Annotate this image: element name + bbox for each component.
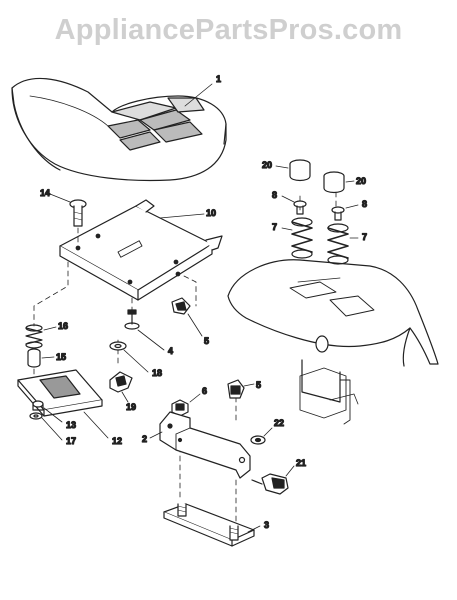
nut-5-lower (227, 379, 245, 399)
callout-bracket-12: 12 (112, 436, 122, 446)
bolt-4 (124, 309, 140, 330)
callout-screw-14: 14 (40, 188, 50, 198)
callout-spacer-20-right: 20 (356, 176, 366, 186)
callout-knob-19: 19 (126, 402, 136, 412)
callout-nut-13: 13 (66, 420, 76, 430)
callout-plate-3: 3 (264, 520, 269, 530)
callout-nut-6: 6 (202, 386, 207, 396)
washer-18 (109, 341, 127, 351)
spring-7-right (327, 223, 349, 265)
callout-seat: 1 (216, 74, 221, 84)
callout-hinge-2: 2 (142, 434, 147, 444)
washer-17 (29, 412, 43, 420)
fender-housing (227, 259, 439, 425)
nut-6 (171, 399, 189, 417)
washer-8-left (293, 200, 307, 215)
spring-16 (25, 324, 43, 349)
callout-nut-5-lower: 5 (256, 380, 261, 390)
stud-right (229, 525, 239, 541)
callout-washer-8-right: 8 (362, 199, 367, 209)
callout-spring-7-left: 7 (272, 222, 277, 232)
seat-part (11, 77, 227, 182)
callout-washer-17: 17 (66, 436, 76, 446)
spacer-20-left (289, 159, 311, 182)
washer-22 (250, 435, 266, 445)
stud-left (177, 503, 187, 517)
spacer-15 (27, 348, 41, 368)
knob-21 (251, 473, 289, 495)
callout-spacer-15: 15 (56, 352, 66, 362)
hinge-bracket-2 (159, 411, 251, 479)
callout-spacer-20-left: 20 (262, 160, 272, 170)
watermark: AppliancePartsPros.com (54, 14, 403, 46)
washer-8-right (331, 206, 345, 221)
knob-19 (109, 371, 133, 393)
nut-13 (32, 400, 44, 411)
callout-washer-22: 22 (274, 418, 284, 428)
spring-7-left (291, 217, 313, 259)
callout-bolt-4: 4 (168, 346, 173, 356)
slide-bracket-12 (17, 369, 103, 417)
callout-knob-21: 21 (296, 458, 306, 468)
callout-washer-18: 18 (152, 368, 162, 378)
spacer-20-right (323, 171, 345, 194)
nut-5-top (171, 297, 191, 315)
seat-pan-bracket (59, 199, 223, 301)
screw-14 (69, 199, 87, 227)
callout-spring-7-right: 7 (362, 232, 367, 242)
callout-seat-pan-bracket: 10 (206, 208, 216, 218)
callout-spring-16: 16 (58, 321, 68, 331)
callout-washer-8-left: 8 (272, 190, 277, 200)
plate-3 (163, 503, 255, 547)
callout-nut-5-top: 5 (204, 336, 209, 346)
